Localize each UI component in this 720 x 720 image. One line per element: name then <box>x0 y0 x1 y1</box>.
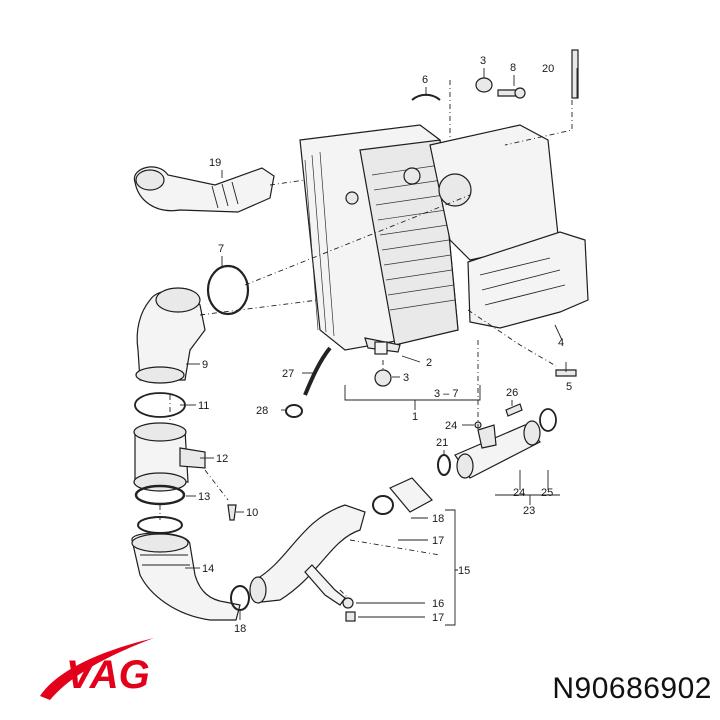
callout-18-upper: 17 <box>432 535 444 547</box>
callout-7: 7 <box>218 243 224 255</box>
callout-27: 27 <box>282 368 294 380</box>
callout-6: 6 <box>422 74 428 86</box>
callout-3-7: 3 – 7 <box>434 388 458 400</box>
callout-26: 26 <box>506 387 518 399</box>
callout-5: 5 <box>566 381 572 393</box>
elbow-part-9 <box>135 287 206 384</box>
callout-23: 23 <box>523 505 535 517</box>
callout-3-bottom: 3 <box>403 372 409 384</box>
callout-10: 10 <box>246 507 258 519</box>
callout-24-top: 24 <box>445 420 457 432</box>
callout-8: 8 <box>510 62 516 74</box>
o-ring-part-7 <box>206 264 250 316</box>
callout-28: 28 <box>256 405 268 417</box>
callout-12: 12 <box>216 453 228 465</box>
pipe-assembly-part-23 <box>437 408 557 479</box>
callout-20: 19 <box>209 157 221 169</box>
leader-lines <box>180 68 578 626</box>
turbo-hose-part-15 <box>249 504 366 606</box>
callout-16: 16 <box>432 598 444 610</box>
callout-13: 13 <box>198 491 210 503</box>
intake-hose-part-14 <box>131 532 241 621</box>
nut-part-16 <box>342 597 354 609</box>
connector-part-19 <box>389 477 433 513</box>
callout-21: 20 <box>542 63 554 75</box>
callout-18-lower: 18 <box>234 623 246 635</box>
callout-25: 25 <box>541 487 553 499</box>
callout-24-bottom: 24 <box>513 487 525 499</box>
cap-part-17 <box>345 611 356 622</box>
air-mass-meter-part-12 <box>133 422 206 492</box>
air-filter-housing <box>299 124 589 355</box>
hose-part-20 <box>133 166 275 213</box>
logo-swoosh <box>40 638 154 700</box>
alignment-lines <box>159 80 573 599</box>
callout-labels: 3 8 6 20 19 7 9 11 12 13 10 14 18 2 3 4 … <box>198 55 572 635</box>
callout-3-top: 3 <box>480 55 486 67</box>
callout-14: 14 <box>202 563 214 575</box>
callout-9: 9 <box>202 359 208 371</box>
clamp-part-18-upper <box>372 495 394 515</box>
ring-part-11 <box>134 392 186 418</box>
callout-22: 21 <box>436 437 448 449</box>
callout-15: 15 <box>458 565 470 577</box>
part-number: N90686902 <box>552 672 712 705</box>
callout-17: 17 <box>432 612 444 624</box>
callout-4: 4 <box>558 337 564 349</box>
logo-wordmark: VAG <box>66 653 150 697</box>
vag-logo: VAG <box>40 638 154 700</box>
clamp-part-13 <box>134 484 186 506</box>
callout-11: 11 <box>198 400 209 412</box>
callout-19: 18 <box>432 513 444 525</box>
callout-2: 2 <box>426 357 432 369</box>
callout-1: 1 <box>412 411 418 423</box>
